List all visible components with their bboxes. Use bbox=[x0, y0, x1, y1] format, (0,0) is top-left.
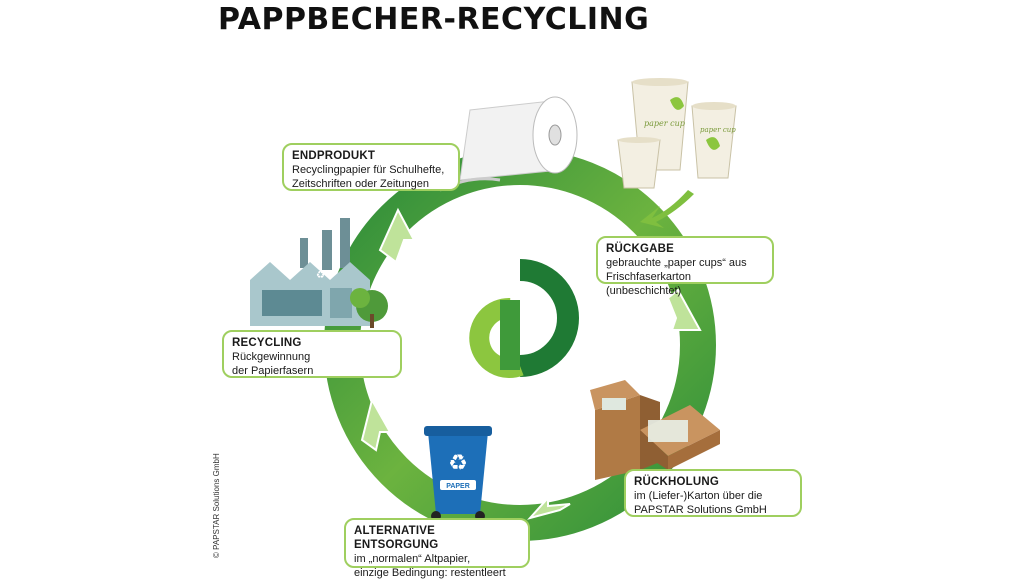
step-endprodukt: ENDPRODUKT Recyclingpapier für Schulheft… bbox=[282, 143, 460, 191]
step-heading: RÜCKGABE bbox=[606, 243, 675, 255]
cup-label-2: paper cup bbox=[700, 126, 736, 134]
cycle-arrows bbox=[360, 207, 702, 520]
step-heading: RÜCKHOLUNG bbox=[634, 476, 720, 488]
cardboard-box-icon bbox=[590, 380, 720, 480]
step-text-line1: im „normalen“ Altpapier, bbox=[354, 553, 471, 565]
step-text-line1: Rückgewinnung bbox=[232, 351, 311, 363]
step-text-line1: gebrauchte „paper cups“ aus bbox=[606, 257, 747, 269]
page-title: PAPPBECHER-RECYCLING bbox=[218, 2, 650, 37]
step-recycling: RECYCLING Rückgewinnung der Papierfasern bbox=[222, 330, 402, 378]
papstar-logo-icon bbox=[469, 259, 579, 378]
step-text-line2: der Papierfasern bbox=[232, 365, 314, 377]
step-text-line2: PAPSTAR Solutions GmbH bbox=[634, 504, 767, 516]
arrow-from-cups bbox=[640, 190, 694, 228]
arrow-bottom-left bbox=[527, 495, 571, 520]
arrow-down-right bbox=[666, 288, 702, 331]
paper-roll-icon bbox=[439, 96, 578, 192]
step-text-line2: Frischfaserkarton (unbeschichtet) bbox=[606, 271, 691, 297]
step-heading: ENDPRODUKT bbox=[292, 150, 376, 162]
arrow-up-left bbox=[378, 207, 416, 264]
svg-text:♻: ♻ bbox=[448, 451, 468, 476]
step-text-line2: Zeitschriften oder Zeitungen bbox=[292, 178, 429, 190]
bin-label: PAPER bbox=[446, 483, 470, 490]
step-alternative: ALTERNATIVE ENTSORGUNG im „normalen“ Alt… bbox=[344, 518, 530, 579]
factory-icon: ♻ bbox=[250, 218, 388, 328]
paper-cups-icon: paper cup paper cup bbox=[617, 78, 737, 189]
step-rueckgabe: RÜCKGABE gebrauchte „paper cups“ aus Fri… bbox=[596, 236, 774, 297]
step-rueckholung: RÜCKHOLUNG im (Liefer-)Karton über die P… bbox=[624, 469, 802, 517]
cup-label: paper cup bbox=[644, 119, 685, 128]
step-heading: ALTERNATIVE ENTSORGUNG bbox=[354, 525, 439, 551]
arrow-left-up bbox=[360, 397, 392, 452]
svg-text:♻: ♻ bbox=[316, 270, 325, 281]
copyright-notice: © PAPSTAR Solutions GmbH bbox=[212, 453, 221, 558]
step-text-line1: im (Liefer-)Karton über die bbox=[634, 490, 763, 502]
step-text-line1: Recyclingpapier für Schulhefte, bbox=[292, 164, 445, 176]
step-heading: RECYCLING bbox=[232, 337, 302, 349]
step-text-line2: einzige Bedingung: restentleert bbox=[354, 567, 506, 579]
